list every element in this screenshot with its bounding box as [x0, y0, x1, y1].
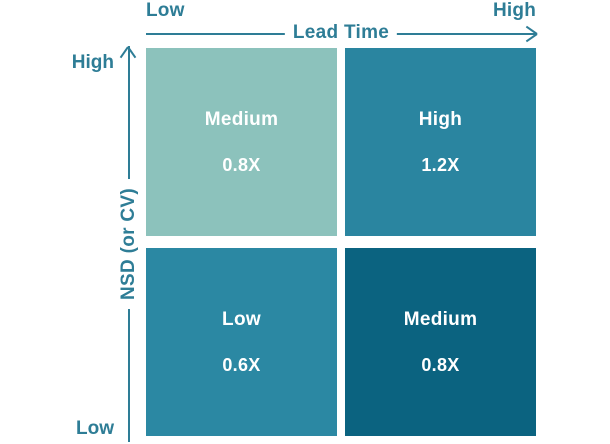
quadrant-value-label: 1.2X: [421, 155, 460, 175]
quadrant-cell-bottom-right[interactable]: Medium 0.8X: [345, 248, 536, 436]
quadrant-cell-top-left[interactable]: Medium 0.8X: [146, 48, 337, 236]
y-axis-low-label: Low: [76, 418, 114, 439]
quadrant-level-label: Medium: [204, 109, 279, 130]
y-axis-title: NSD (or CV): [118, 178, 140, 310]
quadrant-grid: Medium 0.8X High 1.2X Low 0.6X Medium 0.…: [146, 48, 536, 436]
quadrant-value-label: 0.6X: [222, 355, 261, 375]
x-axis-title: Lead Time: [284, 22, 398, 44]
quadrant-value-label: 0.8X: [222, 155, 261, 175]
y-axis-high-label: High: [71, 52, 114, 73]
quadrant-cell-top-right[interactable]: High 1.2X: [345, 48, 536, 236]
quadrant-level-label: High: [418, 109, 463, 130]
x-axis: Low High Lead Time: [146, 0, 536, 44]
x-axis-high-label: High: [492, 0, 536, 21]
quadrant-cell-bottom-left[interactable]: Low 0.6X: [146, 248, 337, 436]
y-axis: High Low NSD (or CV): [40, 44, 140, 444]
quadrant-value-label: 0.8X: [421, 355, 460, 375]
quadrant-level-label: Low: [222, 309, 261, 330]
x-axis-arrow-row: Lead Time: [146, 22, 536, 44]
y-axis-arrow-column: NSD (or CV): [118, 46, 140, 442]
x-axis-low-label: Low: [146, 0, 185, 21]
quadrant-level-label: Medium: [403, 309, 478, 330]
